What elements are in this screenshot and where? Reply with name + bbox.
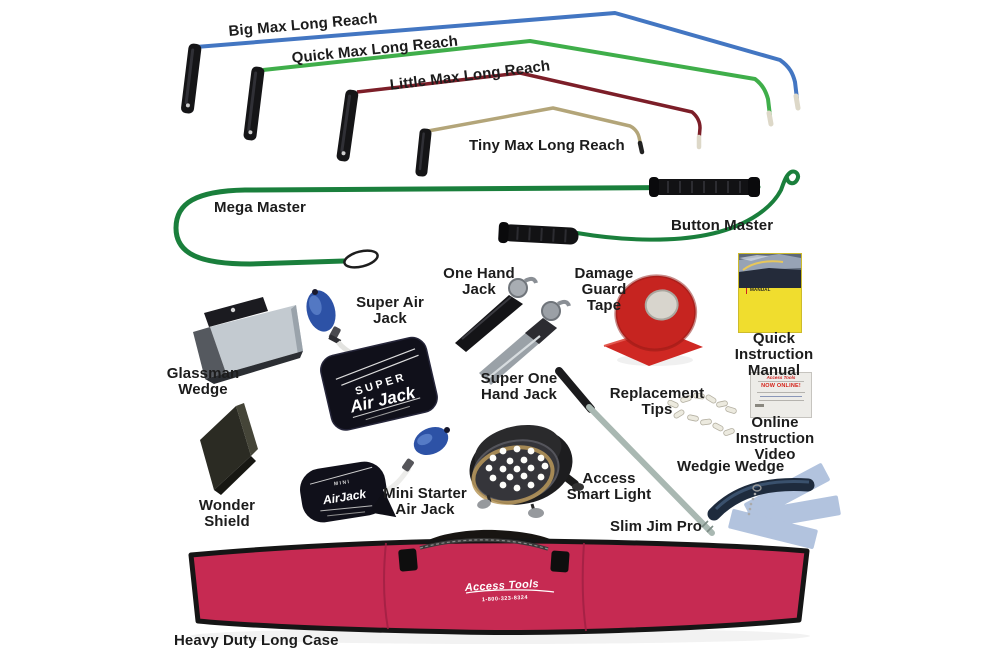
heavy-duty-long-case: Access Tools 1-800-323-8324	[188, 529, 810, 644]
super-air-jack-tool: SUPER Air Jack	[306, 289, 438, 431]
online-card-text-line	[758, 399, 804, 401]
label-wonder-shield: Wonder Shield	[198, 497, 256, 531]
mega-master-rod	[173, 177, 761, 269]
big-max-handle	[181, 43, 202, 114]
label-damage-guard-tape: Damage Guard Tape	[574, 265, 634, 315]
manual-cover-line: MANUAL	[750, 287, 771, 293]
label-wedgie-wedge: Wedgie Wedge	[677, 458, 785, 475]
online-card-brand-logo: Access Tools	[766, 375, 796, 380]
mega-master-loop	[343, 249, 379, 269]
label-access-smart-light: Access Smart Light	[566, 470, 652, 504]
mega-master-handle	[649, 177, 760, 197]
label-super-air-jack: Super Air Jack	[356, 294, 424, 328]
wonder-shield-tool	[200, 403, 258, 495]
label-mini-starter-air-jack: Mini Starter Air Jack	[383, 485, 467, 519]
tiny-max-handle	[415, 128, 432, 177]
mini-air-jack-text-top: MINI	[334, 479, 351, 488]
super-air-jack-bag: SUPER Air Jack	[320, 336, 438, 431]
label-quick-instruction-manual: Quick Instruction Manual	[734, 330, 814, 380]
quick-max-rod	[262, 39, 774, 127]
label-slim-jim-pro: Slim Jim Pro	[610, 518, 703, 535]
quick-max-handle	[243, 66, 265, 141]
online-card-headline: NOW ONLINE!	[761, 383, 801, 389]
wedgie-chain	[747, 492, 757, 516]
mini-starter-air-jack-tool: MINI AirJack	[300, 426, 450, 523]
led-array	[485, 445, 549, 492]
label-super-one-hand-jack: Super One Hand Jack	[480, 370, 558, 404]
online-card-text-line	[760, 395, 802, 397]
access-smart-light-tool	[469, 424, 584, 518]
online-instruction-video-card: Access Tools NOW ONLINE!	[750, 372, 812, 418]
label-replacement-tips: Replacement Tips	[609, 385, 705, 419]
online-card-divider	[757, 381, 805, 382]
label-one-hand-jack: One Hand Jack	[443, 265, 515, 299]
replacement-tips-cluster	[667, 392, 737, 436]
big-max-rod	[195, 11, 801, 111]
damage-guard-tape-roll	[603, 274, 703, 366]
mini-air-jack-bag: MINI AirJack	[300, 461, 397, 523]
wedgie-wedge-tool	[707, 463, 841, 549]
quick-max-tip	[766, 110, 774, 127]
label-heavy-duty-long-case: Heavy Duty Long Case	[174, 632, 339, 649]
label-button-master: Button Master	[671, 217, 774, 234]
case-strap-right	[550, 550, 570, 573]
case-strap-left	[398, 548, 418, 572]
little-max-handle	[336, 89, 359, 162]
super-one-hand-jack-tool	[479, 299, 571, 385]
slim-jim-pro-tool	[555, 367, 715, 536]
label-online-instruction-video: Online Instruction Video	[735, 414, 815, 464]
tiny-max-tip	[637, 140, 645, 155]
one-hand-jack-tool	[455, 276, 538, 352]
case-handle-loop	[418, 529, 566, 560]
glassman-wedge-tool	[193, 297, 303, 384]
label-tiny-max: Tiny Max Long Reach	[469, 137, 625, 154]
label-mega-master: Mega Master	[214, 199, 306, 216]
little-max-rod	[356, 71, 702, 150]
online-card-footer-mark	[755, 404, 764, 407]
online-card-text-line	[757, 391, 805, 393]
button-master-rod	[498, 169, 801, 245]
mini-air-jack-bulb	[413, 426, 449, 456]
manual-cover-photo	[739, 254, 801, 288]
case-phone-text: 1-800-323-8324	[482, 595, 529, 603]
label-glassman-wedge: Glassman Wedge	[166, 365, 240, 399]
quick-instruction-manual-cover: Access Tools ACCESS TOOLS LONG REACH QUI…	[738, 253, 802, 333]
button-master-handle	[498, 221, 579, 245]
big-max-tip	[793, 93, 801, 111]
tiny-max-rod	[427, 106, 645, 155]
